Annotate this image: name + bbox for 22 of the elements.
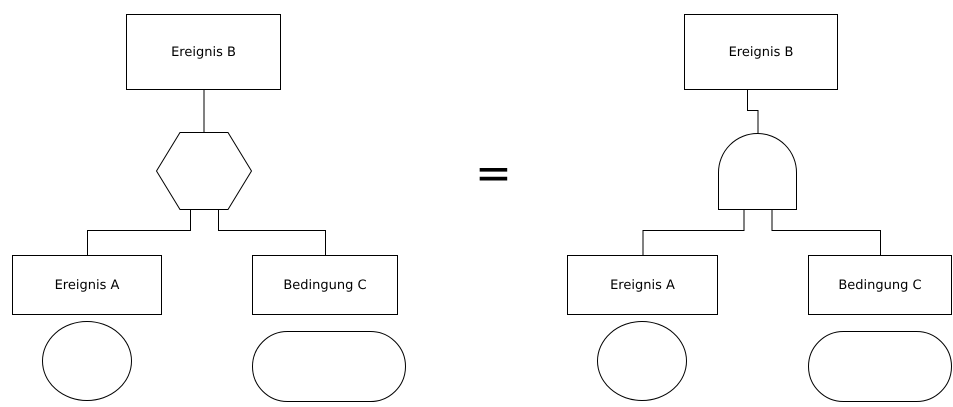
- connector-line: [87, 210, 191, 256]
- and-gate: [718, 133, 797, 210]
- event-box: [126, 14, 281, 90]
- node-label: Ereignis A: [54, 278, 120, 292]
- event-box: [567, 255, 718, 315]
- node-label: Bedingung C: [838, 278, 922, 292]
- event-box: [252, 255, 398, 315]
- circle-shape: [597, 321, 687, 401]
- circle-shape: [42, 321, 132, 401]
- connector-line: [218, 210, 326, 256]
- connector-line: [642, 210, 744, 256]
- event-box: [808, 255, 952, 315]
- node-label: Bedingung C: [283, 278, 367, 292]
- event-box: [684, 14, 838, 90]
- equals-sign: =: [475, 152, 512, 196]
- connector-line: [772, 210, 881, 256]
- event-box: [12, 255, 162, 315]
- hexagon-gate: [156, 132, 252, 210]
- node-label: Ereignis A: [610, 278, 675, 292]
- connector-line: [747, 90, 758, 134]
- node-label: Ereignis B: [728, 44, 794, 60]
- node-label: Ereignis B: [171, 44, 236, 60]
